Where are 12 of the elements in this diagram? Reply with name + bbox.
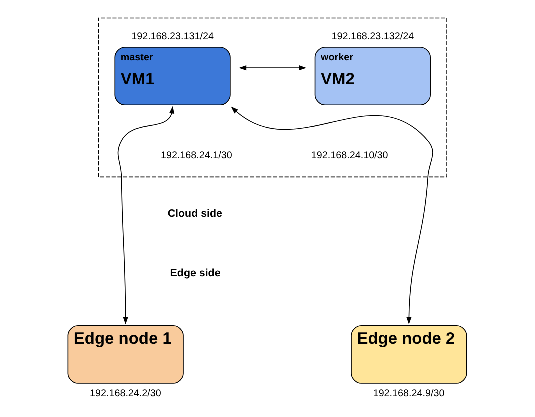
label: Cloud side [168,208,222,220]
arrow [118,106,175,325]
node-label: 192.168.24.9/30 [373,388,445,400]
node-label: 192.168.23.132/24 [332,32,414,43]
cluster [98,18,448,178]
node-label: 192.168.23.131/24 [132,32,214,43]
label: 192.168.24.10/30 [311,150,388,162]
arrow [239,65,307,71]
label: Edge side [170,267,221,280]
label: 192.168.24.1/30 [160,150,232,162]
node-label: 192.168.24.2/30 [90,388,162,400]
arrow [231,106,434,325]
